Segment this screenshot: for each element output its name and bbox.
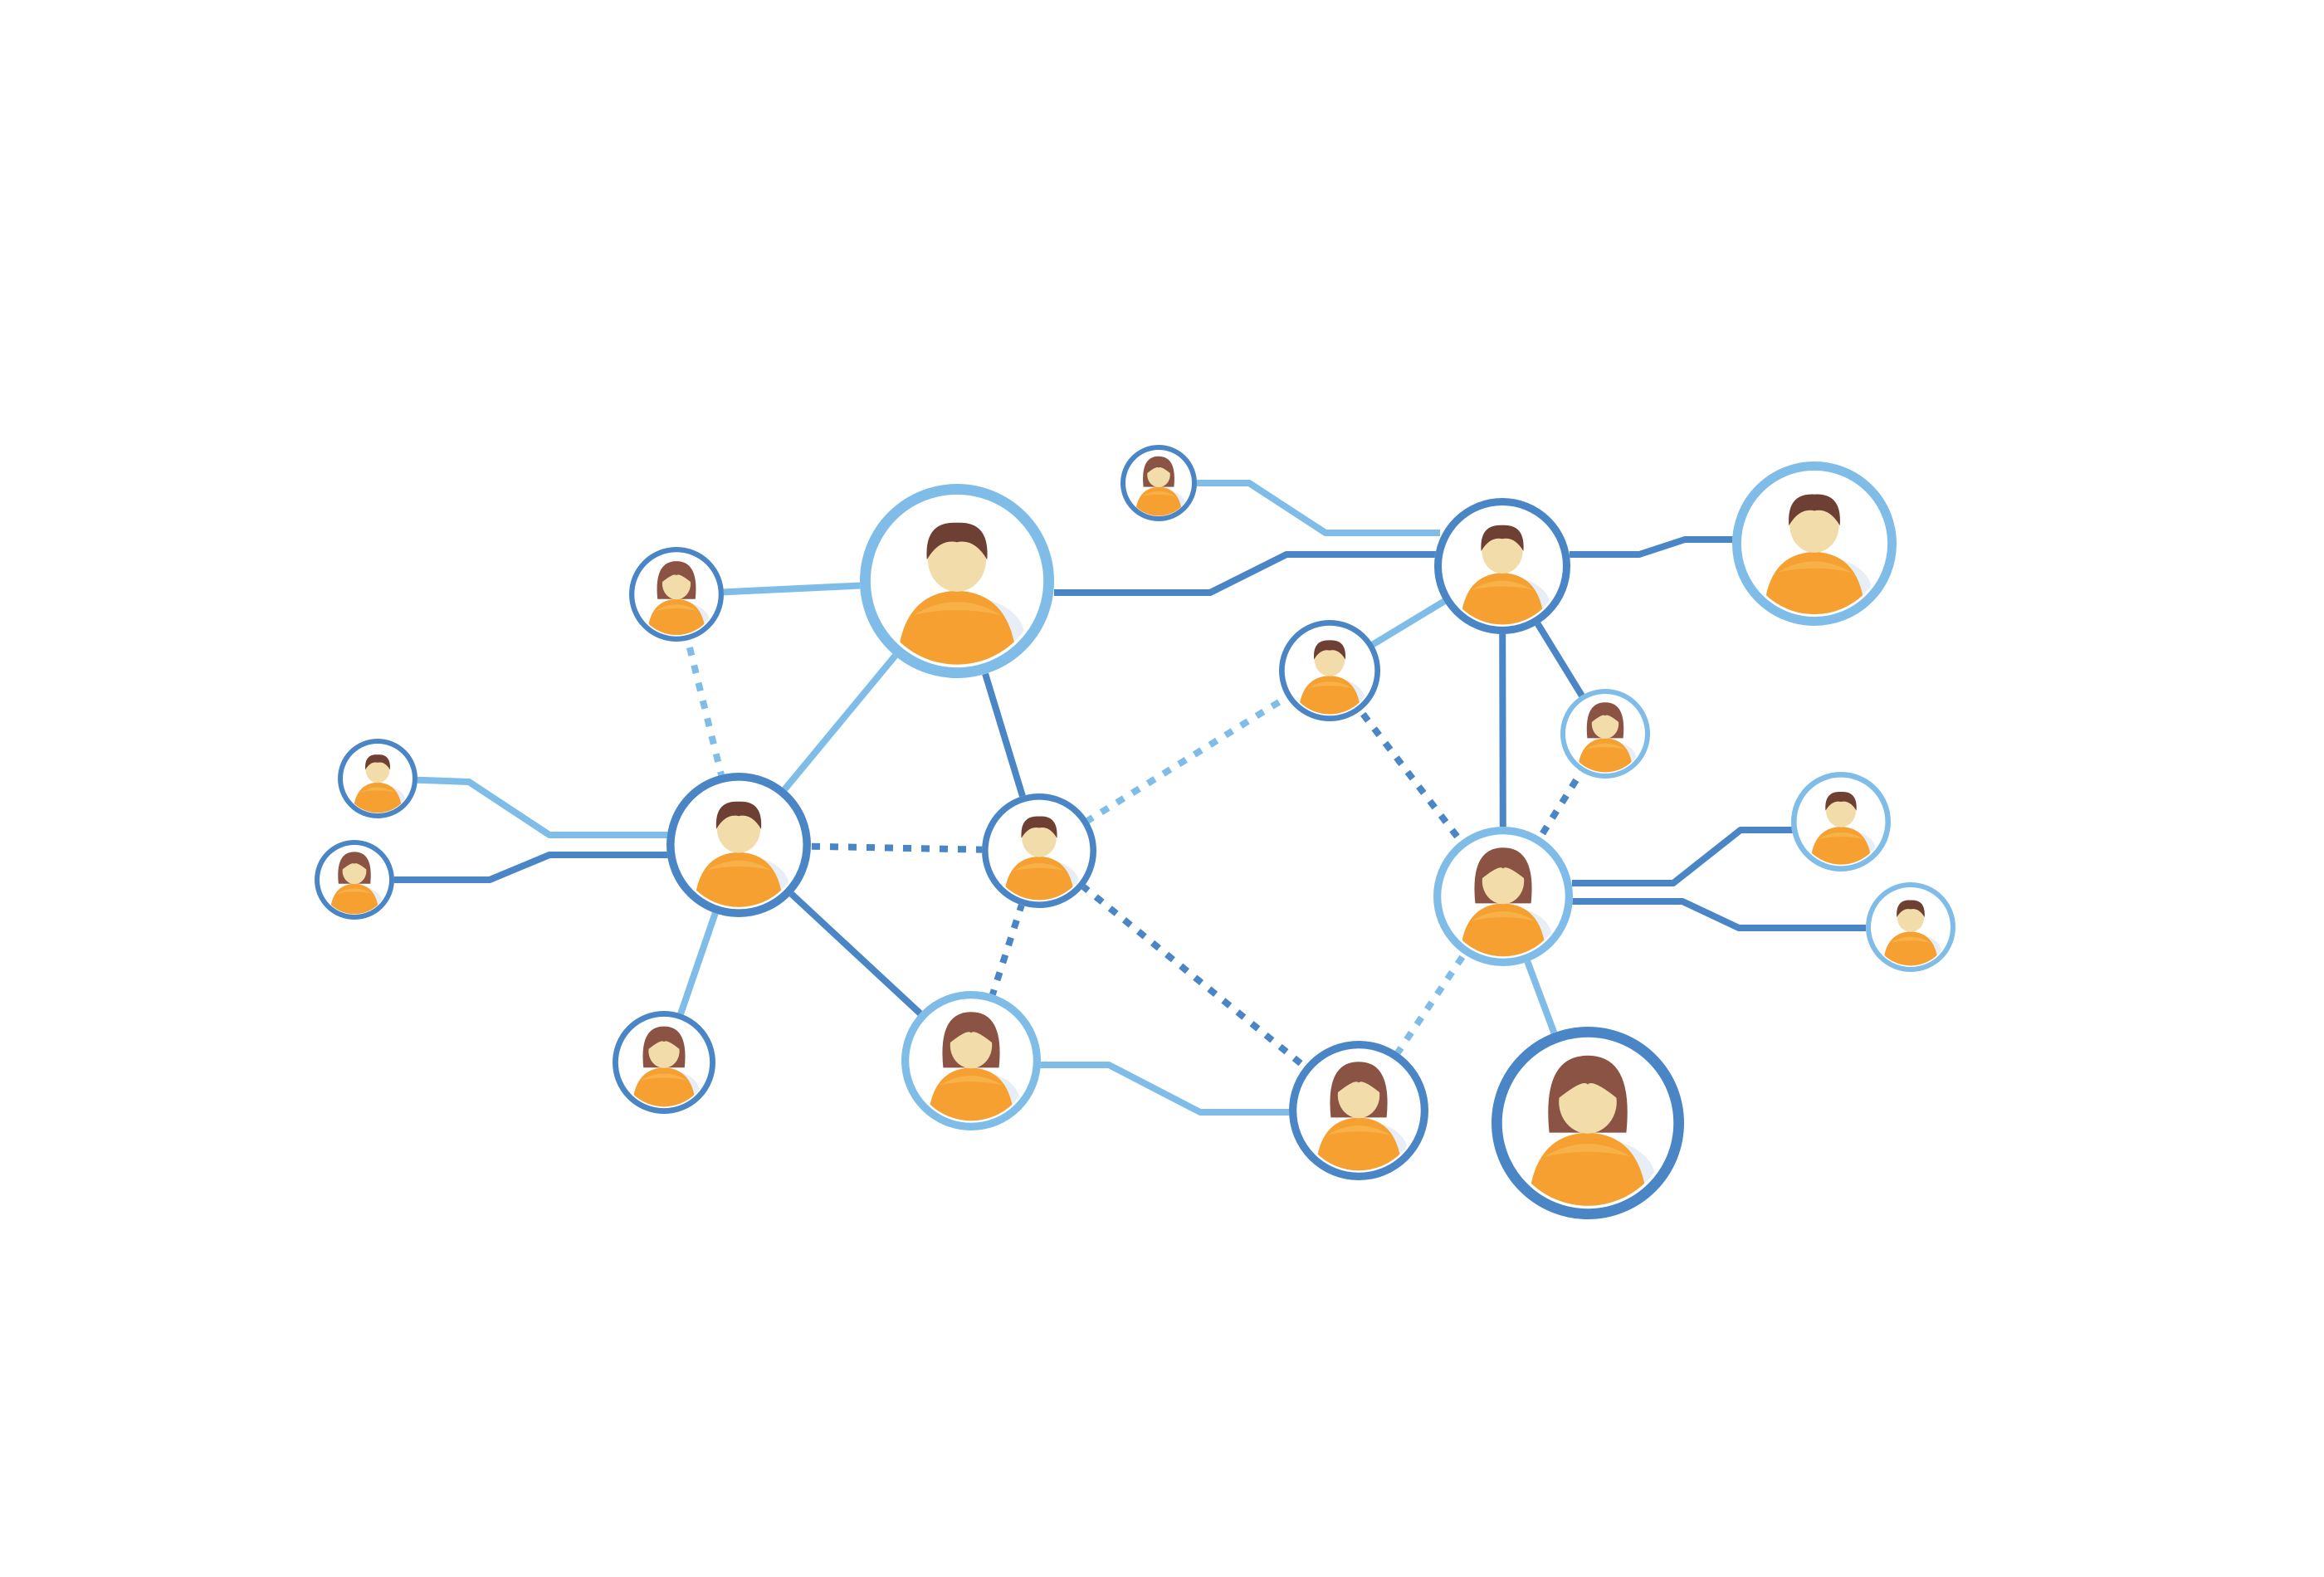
avatar-icon <box>635 553 718 636</box>
node-ring <box>628 546 725 642</box>
avatar-icon <box>1125 450 1192 516</box>
person-node-p6[interactable] <box>612 1010 716 1115</box>
avatar-icon <box>343 744 413 813</box>
person-node-p13[interactable] <box>1433 827 1573 966</box>
person-node-p16[interactable] <box>1491 1026 1685 1220</box>
person-node-p17[interactable] <box>1790 771 1892 872</box>
node-ring <box>1790 771 1892 872</box>
node-ring <box>1560 689 1650 779</box>
link-p7-p9 <box>1037 847 1361 1114</box>
link-p8-p9 <box>1038 1062 1291 1116</box>
person-node-p2[interactable] <box>859 483 1055 679</box>
node-ring <box>901 991 1041 1130</box>
person-node-p11[interactable] <box>1120 445 1197 521</box>
avatar-icon <box>1743 472 1886 615</box>
link-p2-p10 <box>1054 551 1436 596</box>
node-ring <box>666 773 811 917</box>
link-p13-p18 <box>1572 898 1866 931</box>
avatar-icon <box>1566 695 1644 773</box>
avatar-icon <box>989 801 1089 901</box>
node-ring <box>1866 882 1955 972</box>
avatar-icon <box>1443 507 1561 625</box>
link-p15-p13 <box>1500 731 1609 899</box>
nodes-layer <box>315 445 1955 1220</box>
avatar-icon <box>320 845 389 915</box>
link-p5-p7 <box>738 842 1040 854</box>
avatar-icon <box>1286 627 1374 715</box>
person-node-p18[interactable] <box>1866 882 1955 972</box>
avatar-icon <box>1872 888 1950 966</box>
node-ring <box>338 739 417 818</box>
node-ring <box>1433 827 1573 966</box>
avatar-icon <box>676 783 801 907</box>
link-p4-p5 <box>354 852 669 883</box>
node-ring <box>1278 619 1381 722</box>
node-ring <box>1289 1041 1428 1180</box>
avatar-icon <box>1298 1050 1419 1171</box>
avatar-icon <box>619 1018 709 1107</box>
avatar-icon <box>873 497 1041 665</box>
person-node-p8[interactable] <box>901 991 1041 1130</box>
node-ring <box>859 483 1055 679</box>
node-ring <box>1491 1026 1685 1220</box>
person-node-p1[interactable] <box>628 546 725 642</box>
person-node-p7[interactable] <box>981 793 1097 909</box>
node-ring <box>315 840 394 920</box>
person-node-p15[interactable] <box>1560 689 1650 779</box>
links-layer <box>354 480 1866 1125</box>
person-node-p12[interactable] <box>1278 619 1381 722</box>
link-p3-p5 <box>377 775 669 838</box>
person-node-p10[interactable] <box>1434 498 1570 634</box>
node-ring <box>1731 461 1897 627</box>
person-node-p14[interactable] <box>1731 461 1897 627</box>
avatar-icon <box>1443 836 1564 957</box>
person-node-p4[interactable] <box>315 840 394 920</box>
person-node-p5[interactable] <box>666 773 811 917</box>
node-ring <box>1434 498 1570 634</box>
node-ring <box>1120 445 1197 521</box>
link-p10-p14 <box>1570 536 1735 558</box>
link-p13-p17 <box>1572 827 1793 886</box>
avatar-icon <box>1798 779 1884 865</box>
node-ring <box>981 793 1097 909</box>
person-node-p9[interactable] <box>1289 1041 1428 1180</box>
node-ring <box>612 1010 716 1115</box>
link-p11-p10 <box>1159 480 1440 536</box>
person-node-p3[interactable] <box>338 739 417 818</box>
